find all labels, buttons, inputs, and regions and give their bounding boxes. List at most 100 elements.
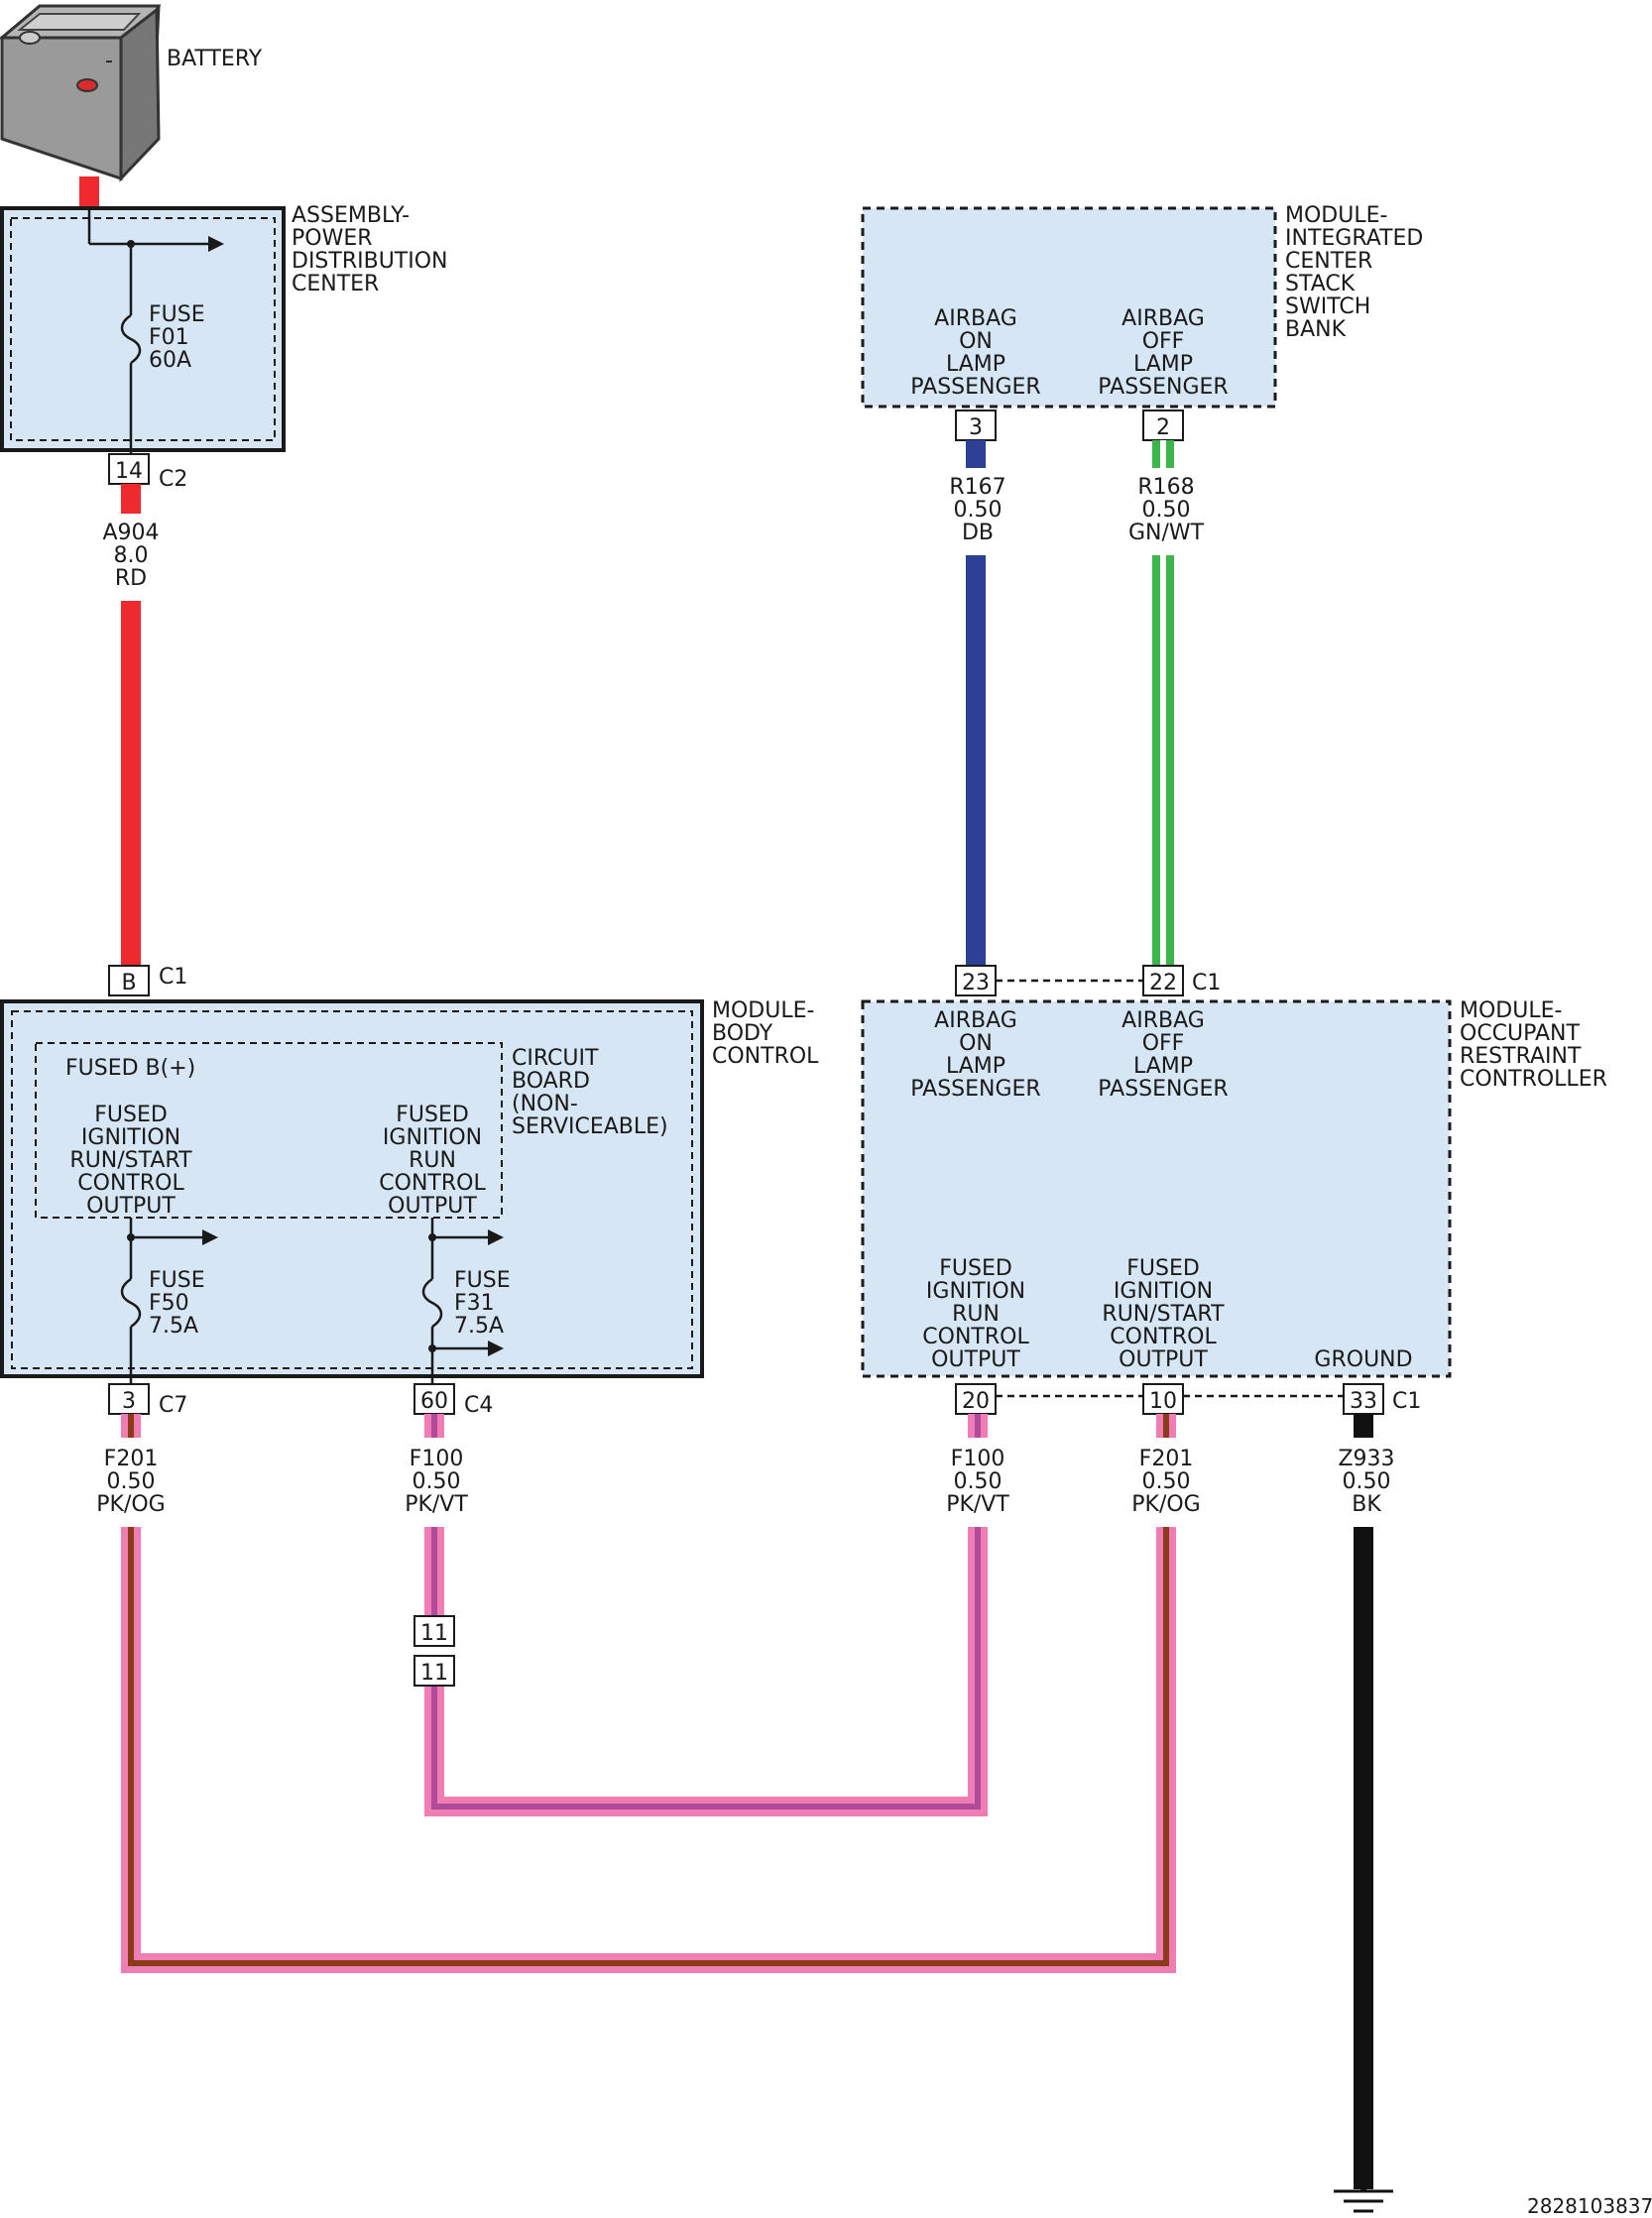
pdc-label: ASSEMBLY- POWER DISTRIBUTION CENTER bbox=[292, 203, 448, 296]
svg-text:0.50: 0.50 bbox=[107, 1469, 156, 1494]
svg-text:OFF: OFF bbox=[1142, 1031, 1185, 1056]
svg-text:R168: R168 bbox=[1137, 475, 1194, 500]
bcm-output-left-label: FUSED IGNITION RUN/START CONTROL OUTPUT bbox=[69, 1103, 192, 1219]
svg-text:LAMP: LAMP bbox=[1133, 1054, 1193, 1079]
battery: - bbox=[0, 4, 162, 182]
svg-text:RUN: RUN bbox=[952, 1302, 1000, 1327]
svg-text:IGNITION: IGNITION bbox=[81, 1125, 180, 1150]
svg-text:DISTRIBUTION: DISTRIBUTION bbox=[292, 249, 448, 274]
inline-connector-top: 11 bbox=[420, 1621, 448, 1646]
svg-text:OUTPUT: OUTPUT bbox=[86, 1194, 176, 1219]
svg-text:RUN: RUN bbox=[409, 1148, 456, 1173]
wire-f201-right-label: F201 0.50 PK/OG bbox=[1131, 1447, 1200, 1517]
svg-text:OFF: OFF bbox=[1142, 329, 1185, 354]
bcm-pin-left-box bbox=[108, 1383, 150, 1415]
bcm-pin-right: 60 bbox=[420, 1389, 448, 1414]
svg-text:CIRCUIT: CIRCUIT bbox=[512, 1046, 599, 1071]
orc-bottom-a-text: FUSED IGNITION RUN CONTROL OUTPUT bbox=[922, 1256, 1029, 1372]
svg-text:PASSENGER: PASSENGER bbox=[910, 375, 1040, 400]
svg-text:RUN/START: RUN/START bbox=[69, 1148, 192, 1173]
svg-text:FUSED: FUSED bbox=[396, 1103, 469, 1127]
circuit-board-label: CIRCUIT BOARD (NON- SERVICEABLE) bbox=[512, 1046, 668, 1139]
ground-symbol bbox=[1334, 2171, 1393, 2213]
svg-text:RD: RD bbox=[115, 566, 147, 591]
wire-r167-label: R167 0.50 DB bbox=[949, 475, 1005, 545]
wire-r167-bottom bbox=[966, 555, 986, 968]
svg-text:INTEGRATED: INTEGRATED bbox=[1285, 226, 1423, 251]
body-control-module bbox=[0, 999, 704, 1378]
svg-text:CONTROL: CONTROL bbox=[77, 1171, 184, 1196]
svg-text:PK/VT: PK/VT bbox=[946, 1492, 1009, 1517]
icssb-pin-left: 3 bbox=[969, 415, 983, 440]
svg-text:GN/WT: GN/WT bbox=[1128, 521, 1205, 545]
orc-top-pin-left: 23 bbox=[962, 971, 990, 995]
svg-text:AIRBAG: AIRBAG bbox=[1121, 306, 1205, 331]
power-distribution-center bbox=[0, 206, 286, 464]
svg-text:CONTROL: CONTROL bbox=[379, 1171, 486, 1196]
orc-pin-b: 10 bbox=[1149, 1389, 1177, 1414]
wire-f100-left-label: F100 0.50 PK/VT bbox=[405, 1447, 468, 1517]
bcm-label: MODULE- BODY CONTROL bbox=[712, 998, 819, 1069]
svg-text:0.50: 0.50 bbox=[954, 1469, 1003, 1494]
svg-text:ON: ON bbox=[959, 1031, 993, 1056]
svg-text:BK: BK bbox=[1352, 1492, 1381, 1517]
icssb-pin-left-box bbox=[955, 409, 997, 441]
wire-f100-loop bbox=[424, 1414, 988, 1816]
orc-pin-a: 20 bbox=[962, 1389, 990, 1414]
wire-a904-top bbox=[121, 484, 141, 514]
svg-text:FUSE: FUSE bbox=[454, 1268, 511, 1293]
svg-text:BODY: BODY bbox=[712, 1021, 773, 1046]
icssb-pin-right: 2 bbox=[1156, 415, 1170, 440]
wire-r168-top bbox=[1152, 440, 1174, 468]
wire-a904-bottom bbox=[121, 601, 141, 968]
wire-r168-bottom bbox=[1152, 555, 1174, 968]
svg-text:STACK: STACK bbox=[1285, 272, 1356, 296]
battery-minus: - bbox=[105, 49, 113, 73]
svg-text:F01: F01 bbox=[149, 325, 189, 350]
svg-text:MODULE-: MODULE- bbox=[1285, 203, 1387, 228]
wire-f201-loop bbox=[121, 1414, 1176, 1973]
icssb-pin-right-box bbox=[1142, 409, 1184, 441]
svg-text:DB: DB bbox=[962, 521, 994, 545]
pdc-pin-box bbox=[108, 453, 150, 485]
pdc-pin: 14 bbox=[115, 459, 143, 484]
svg-text:SWITCH: SWITCH bbox=[1285, 294, 1370, 319]
svg-text:A904: A904 bbox=[102, 521, 159, 545]
svg-text:0.50: 0.50 bbox=[1142, 1469, 1191, 1494]
battery-label: BATTERY bbox=[167, 47, 263, 71]
svg-text:ON: ON bbox=[959, 329, 993, 354]
fuse-f01-symbol bbox=[120, 313, 142, 365]
svg-text:RESTRAINT: RESTRAINT bbox=[1460, 1044, 1582, 1069]
bcm-pin-left: 3 bbox=[122, 1389, 136, 1414]
fuse-f31-label: FUSE F31 7.5A bbox=[454, 1268, 511, 1339]
integrated-center-stack-switch-bank bbox=[861, 206, 1277, 409]
pdc-connector: C2 bbox=[159, 467, 187, 492]
svg-text:F100: F100 bbox=[951, 1447, 1005, 1471]
svg-text:F31: F31 bbox=[454, 1291, 495, 1316]
orc-top-pin-right-box bbox=[1142, 965, 1184, 996]
bcm-input-connector: C1 bbox=[159, 965, 187, 990]
wire-a904-label: A904 8.0 RD bbox=[102, 521, 159, 591]
svg-text:IGNITION: IGNITION bbox=[383, 1125, 482, 1150]
svg-text:(NON-: (NON- bbox=[512, 1092, 578, 1116]
orc-top-left-text: AIRBAG ON LAMP PASSENGER bbox=[910, 1008, 1040, 1102]
fuse-f01-label: FUSE F01 60A bbox=[149, 302, 205, 373]
orc-top-right-text: AIRBAG OFF LAMP PASSENGER bbox=[1098, 1008, 1228, 1102]
svg-text:PASSENGER: PASSENGER bbox=[1098, 1077, 1228, 1102]
svg-text:AIRBAG: AIRBAG bbox=[934, 1008, 1017, 1033]
svg-text:7.5A: 7.5A bbox=[454, 1314, 504, 1339]
svg-text:BOARD: BOARD bbox=[512, 1069, 590, 1094]
svg-text:CENTER: CENTER bbox=[1285, 249, 1372, 274]
bcm-output-right-label: FUSED IGNITION RUN CONTROL OUTPUT bbox=[379, 1103, 486, 1219]
svg-text:OUTPUT: OUTPUT bbox=[931, 1347, 1020, 1372]
wire-r167-top bbox=[966, 440, 986, 468]
orc-pin-c: 33 bbox=[1350, 1389, 1377, 1414]
svg-text:FUSED: FUSED bbox=[1126, 1256, 1200, 1281]
bcm-input-pin-box bbox=[108, 965, 150, 996]
svg-text:CONTROL: CONTROL bbox=[1110, 1325, 1217, 1349]
icssb-label: MODULE- INTEGRATED CENTER STACK SWITCH B… bbox=[1285, 203, 1423, 342]
svg-text:PK/OG: PK/OG bbox=[1131, 1492, 1200, 1517]
svg-text:POWER: POWER bbox=[292, 226, 373, 251]
svg-text:CONTROL: CONTROL bbox=[712, 1044, 819, 1069]
orc-label: MODULE- OCCUPANT RESTRAINT CONTROLLER bbox=[1460, 998, 1607, 1092]
